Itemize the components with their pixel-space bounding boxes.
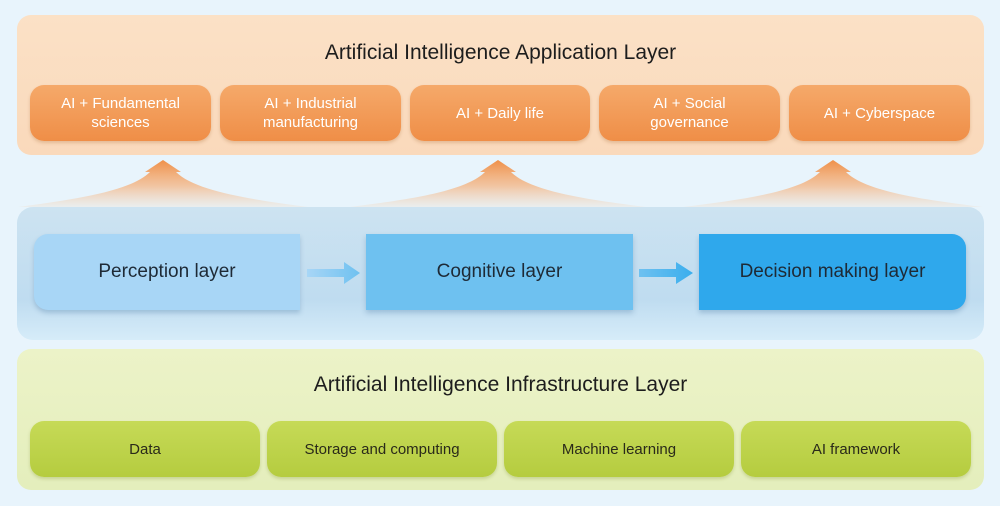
application-item-social-governance: AI + Social governance: [599, 85, 780, 141]
up-arrow-icon: [683, 160, 983, 207]
up-arrow-icon: [350, 160, 646, 207]
right-arrow-icon: [639, 262, 693, 284]
right-arrow-icon: [307, 262, 360, 284]
core-layers-panel: Perception layer Cognitive layer Decisio…: [17, 207, 984, 340]
infrastructure-item-data: Data: [30, 421, 260, 477]
infrastructure-item-ai-framework: AI framework: [741, 421, 971, 477]
application-item-fundamental-sciences: AI + Fundamental sciences: [30, 85, 211, 141]
cognitive-layer-box: Cognitive layer: [366, 234, 633, 310]
application-layer-title: Artificial Intelligence Application Laye…: [324, 41, 677, 64]
application-layer-panel: Artificial Intelligence Application Laye…: [17, 15, 984, 155]
infrastructure-layer-panel: Artificial Intelligence Infrastructure L…: [17, 349, 984, 490]
infrastructure-item-storage-computing: Storage and computing: [267, 421, 497, 477]
application-item-industrial-manufacturing: AI + Industrial manufacturing: [220, 85, 401, 141]
decision-layer-box: Decision making layer: [699, 234, 966, 310]
perception-layer-box: Perception layer: [34, 234, 300, 310]
application-item-cyberspace: AI + Cyberspace: [789, 85, 970, 141]
up-arrow-icon: [18, 160, 308, 207]
application-item-daily-life: AI + Daily life: [410, 85, 590, 141]
infrastructure-layer-title: Artificial Intelligence Infrastructure L…: [313, 373, 688, 396]
infrastructure-item-machine-learning: Machine learning: [504, 421, 734, 477]
